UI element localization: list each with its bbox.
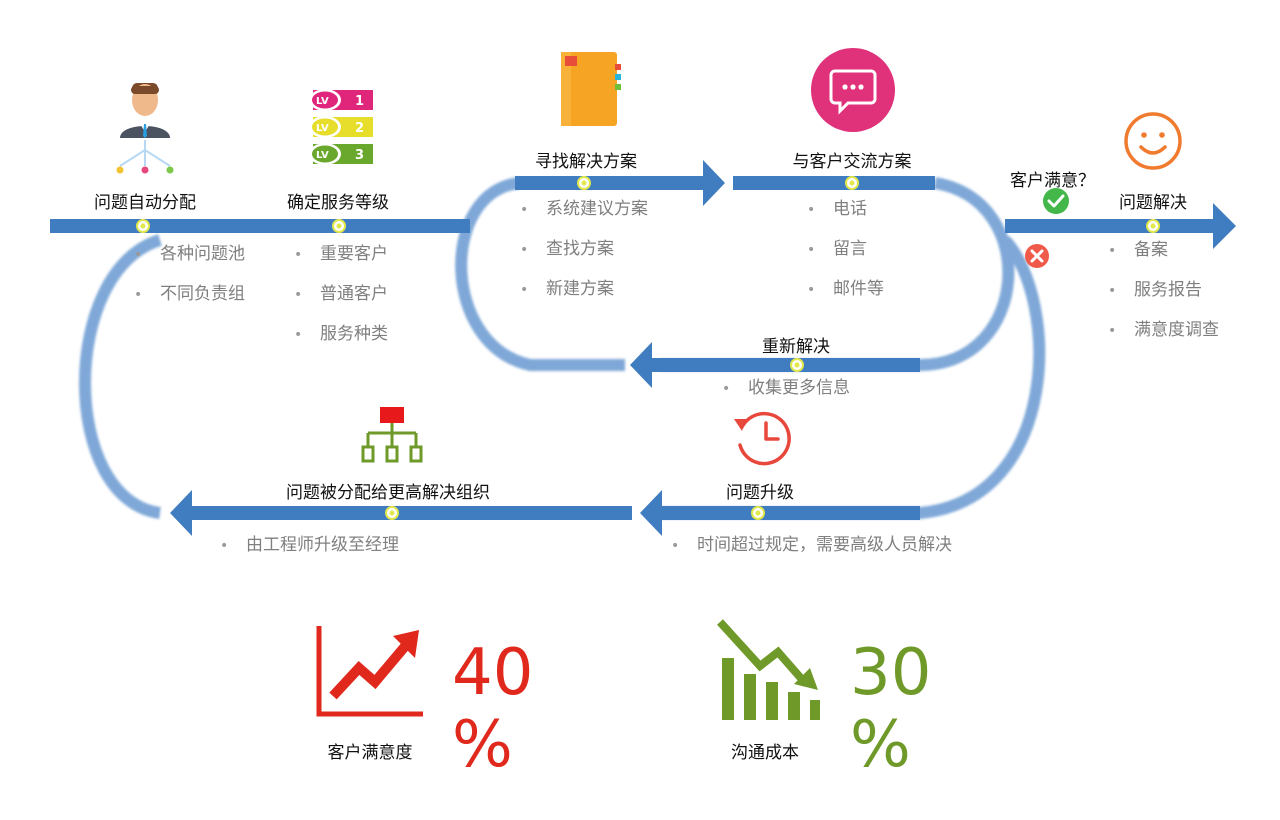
stage-title-resolve-again: 重新解决 [762,337,830,357]
stage-title-service-level: 确定服务等级 [287,193,389,213]
list-item: 查找方案 [520,237,648,277]
stage-title-auto-assign: 问题自动分配 [94,193,196,213]
person-assign-icon [116,83,174,174]
stage-items-reassign: 由工程师升级至经理 [220,533,399,573]
list-item: 新建方案 [520,277,648,317]
list-item: 邮件等 [807,277,884,317]
metric-label-satisfaction: 客户满意度 [327,743,413,763]
stage-title-escalate: 问题升级 [726,483,794,503]
list-item: 收集更多信息 [722,376,850,416]
stage-items-service-level: 重要客户 普通客户 服务种类 [294,242,388,362]
smile-icon [1124,112,1182,170]
level-badge-icon: LV 1 LV 2 LV 3 [309,89,373,165]
chat-icon [811,48,895,132]
trend-up-icon [316,626,423,717]
stage-title-find-solution: 寻找解决方案 [535,152,637,172]
metric-value-cost: 30 [850,636,932,710]
list-item: 留言 [807,237,884,277]
stage-items-auto-assign: 各种问题池 不同负责组 [134,242,245,322]
check-icon [1043,188,1069,214]
list-item: 系统建议方案 [520,197,648,237]
stage-items-escalate: 时间超过规定，需要高级人员解决 [671,533,952,573]
badge-num-1: 1 [355,94,364,109]
stage-title-communicate: 与客户交流方案 [792,152,912,172]
service-level-badges: LV 1 LV 2 LV 3 [305,88,375,168]
metric-value-satisfaction: 40 [452,636,534,710]
org-chart-icon [361,407,423,463]
stage-title-reassign: 问题被分配给更高解决组织 [286,483,490,503]
metric-unit-satisfaction: % [452,708,513,782]
flow-node-centers [140,180,1156,516]
badge-lv2: LV [316,123,329,134]
trend-down-bar-icon [717,619,820,720]
list-item: 服务报告 [1108,278,1219,318]
metric-unit-cost: % [850,708,911,782]
list-item: 服务种类 [294,322,388,362]
stage-items-communicate: 电话 留言 邮件等 [807,197,884,317]
stage-title-resolved: 问题解决 [1119,193,1187,213]
list-item: 备案 [1108,238,1219,278]
metric-label-cost: 沟通成本 [731,743,799,763]
list-item: 各种问题池 [134,242,245,282]
badge-num-3: 3 [355,148,364,163]
list-item: 不同负责组 [134,282,245,322]
flow-loops [79,177,1046,519]
stage-items-resolve-again: 收集更多信息 [722,376,850,416]
list-item: 电话 [807,197,884,237]
list-item: 时间超过规定，需要高级人员解决 [671,533,952,573]
stage-items-resolved: 备案 服务报告 满意度调查 [1108,238,1219,358]
satisfaction-question: 客户满意？ [1010,171,1095,191]
list-item: 普通客户 [294,282,388,322]
notebook-icon [561,52,621,126]
badge-num-2: 2 [355,121,364,136]
badge-lv1: LV [316,96,329,107]
cross-icon [1025,244,1049,268]
stage-items-find-solution: 系统建议方案 查找方案 新建方案 [520,197,648,317]
badge-lv3: LV [316,150,329,161]
list-item: 由工程师升级至经理 [220,533,399,573]
list-item: 满意度调查 [1108,318,1219,358]
list-item: 重要客户 [294,242,388,282]
